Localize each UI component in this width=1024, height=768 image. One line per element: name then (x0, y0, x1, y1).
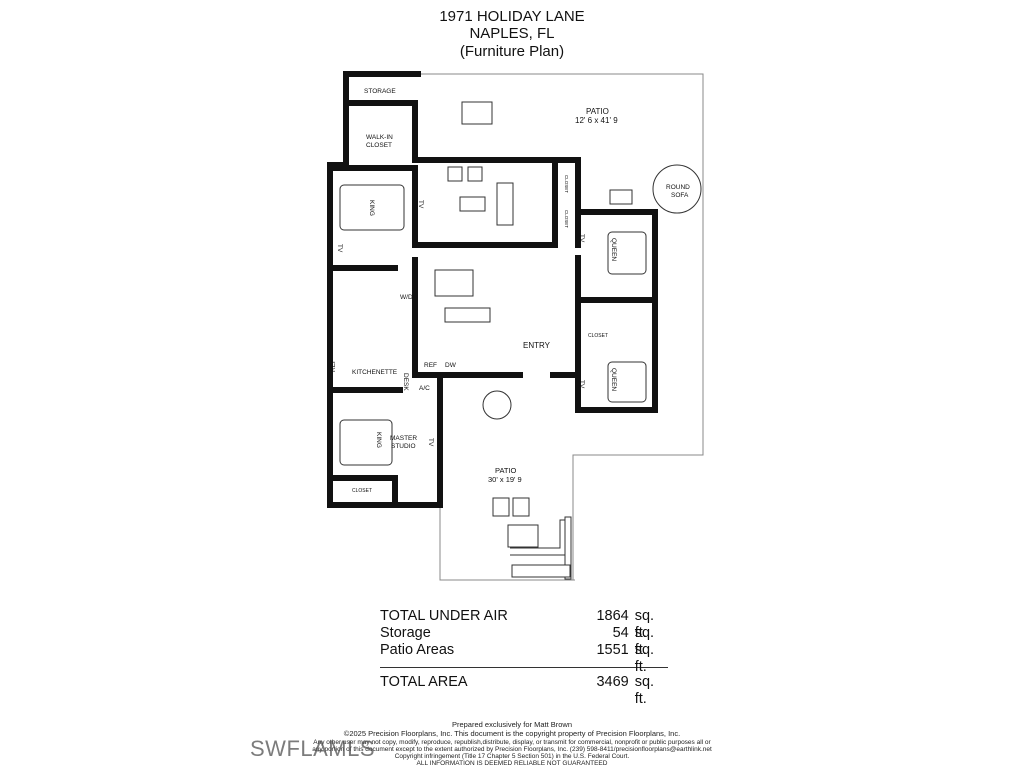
label-wd: W/D (400, 294, 413, 301)
footer-line5: Copyright infringement (Title 17 Chapter… (394, 753, 630, 760)
footer-copyright: ©2025 Precision Floorplans, Inc. This do… (343, 729, 681, 738)
label-ac: A/C (419, 385, 430, 392)
area-row: TOTAL UNDER AIR 1864 sq. ft. (380, 608, 670, 641)
total-row: TOTAL AREA 3469 sq. ft. (380, 674, 670, 707)
plan-city: NAPLES, FL (469, 25, 555, 42)
label-patio-bottom: PATIO (495, 466, 517, 475)
area-value: 54 (612, 625, 629, 641)
label-tv-3: TV (578, 234, 585, 243)
area-unit: sq. ft. (634, 608, 655, 641)
label-ref-2: REF (330, 359, 337, 372)
label-desk: DESK (402, 373, 409, 391)
label-round-sofa-1: ROUND (666, 184, 690, 191)
label-patio-bottom-dim: 30' x 19' 9 (488, 475, 522, 484)
floor-plan: STORAGE WALK-IN CLOSET PATIO 12' 6 x 41'… (327, 71, 704, 581)
label-closet-b: CLOSET (564, 210, 569, 228)
furniture (339, 101, 702, 580)
patio-outline-bottom (439, 500, 575, 581)
patio-outline-top (418, 73, 704, 580)
divider (380, 667, 668, 668)
footer-line6: ALL INFORMATION IS DEEMED RELIABLE NOT G… (416, 760, 608, 767)
plan-address: 1971 HOLIDAY LANE (439, 8, 585, 25)
label-round-sofa-2: SOFA (671, 192, 689, 199)
area-label: Storage (380, 625, 431, 641)
label-tv-1: TV (417, 200, 424, 209)
label-master-1: MASTER (390, 435, 417, 442)
label-king-2: KING (375, 432, 382, 448)
footer-line3: Any other user may not copy, modify, rep… (313, 739, 711, 746)
area-unit: sq. ft. (634, 642, 655, 675)
label-tv-4: TV (578, 380, 585, 389)
label-tv-2: TV (336, 244, 343, 253)
total-label: TOTAL AREA (380, 674, 468, 690)
label-dw: DW (445, 362, 457, 369)
label-storage: STORAGE (364, 88, 396, 95)
area-label: Patio Areas (380, 642, 455, 658)
watermark: SWFLAMLS (250, 736, 376, 761)
total-value: 3469 (596, 674, 629, 690)
area-row: Patio Areas 1551 sq. ft. (380, 642, 670, 675)
label-closet-d: CLOSET (352, 488, 372, 494)
label-walkin-1: WALK-IN (366, 134, 393, 141)
label-patio-top: PATIO (586, 107, 609, 116)
label-patio-top-dim: 12' 6 x 41' 9 (575, 116, 618, 125)
label-master-2: STUDIO (391, 443, 416, 450)
label-queen-2: QUEEN (610, 368, 617, 391)
plan-subtitle: (Furniture Plan) (459, 43, 565, 60)
label-closet-c: CLOSET (588, 333, 608, 339)
label-kitchenette: KITCHENETTE (352, 369, 398, 376)
label-ref-1: REF (424, 362, 437, 369)
footer-line4: any portion of this document except to t… (312, 746, 712, 753)
label-closet-a: CLOSET (564, 175, 569, 193)
label-tv-5: TV (427, 438, 434, 447)
label-queen-1: QUEEN (610, 238, 617, 261)
label-entry: ENTRY (523, 341, 551, 350)
area-label: TOTAL UNDER AIR (380, 608, 508, 624)
total-unit: sq. ft. (634, 674, 655, 707)
walls (327, 71, 658, 508)
footer-prepared: Prepared exclusively for Matt Brown (451, 720, 573, 729)
area-value: 1864 (596, 608, 629, 624)
label-walkin-2: CLOSET (366, 142, 392, 149)
area-row: Storage 54 sq. ft. (380, 625, 670, 658)
area-value: 1551 (596, 642, 629, 658)
area-unit: sq. ft. (634, 625, 655, 658)
label-king-1: KING (368, 200, 375, 216)
area-summary: TOTAL UNDER AIR 1864 sq. ft. Storage 54 … (380, 608, 670, 707)
